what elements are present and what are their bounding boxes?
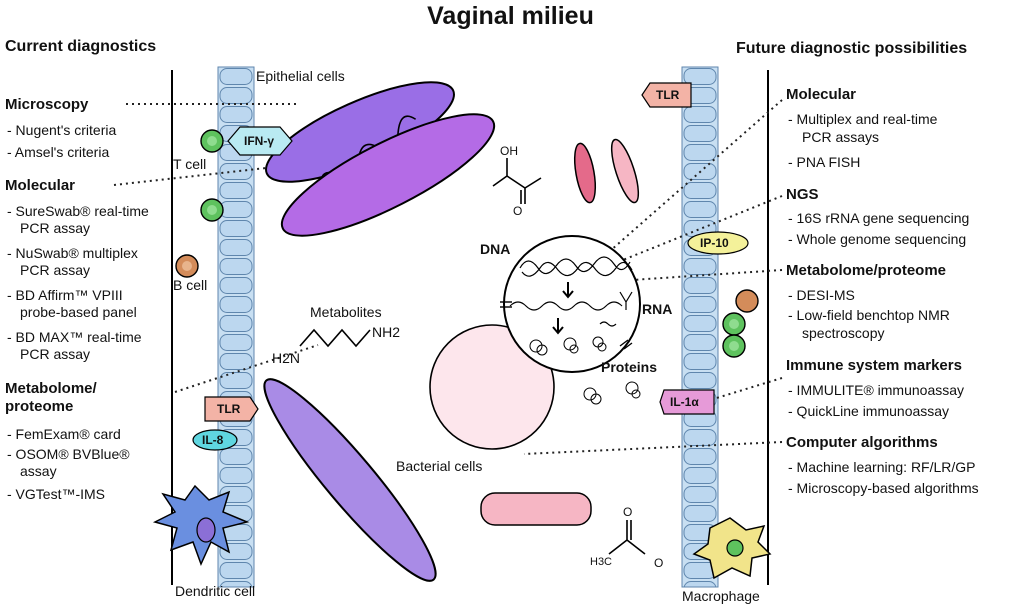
left-item: - FemExam® card [7,426,121,442]
right-item: - Microscopy-based algorithms [788,480,979,496]
left-section-title-microscopy: Microscopy [5,96,89,113]
macrophage-orange-cell [735,289,759,313]
h3c-label: H3C [590,556,613,568]
connector-algorithms [523,441,783,455]
right-item: - DESI-MS [788,287,855,303]
rna-wave [509,301,623,311]
b-cell-label: B cell [173,277,208,293]
right-item: - QuickLine immunoassay [788,403,950,419]
dna-label: DNA [480,241,511,257]
connector-molecular-right [601,99,783,259]
il8-badge-shape [192,429,238,451]
right-section-title-ngs: NGS [786,186,819,203]
right-item: - 16S rRNA gene sequencing [788,210,970,226]
macrophage-label: Macrophage [682,588,760,604]
t-cell-label: T cell [173,156,207,172]
oh-label: OH [500,144,518,158]
left-item: - BD MAX™ real-time [7,329,142,345]
left-item: probe-based panel [20,304,137,320]
bacterial-cells-label: Bacterial cells [396,458,483,474]
bacterium-pink-rod-1 [610,138,640,204]
connector-metabolome-right [631,269,783,281]
metabolites-label: Metabolites [310,304,382,320]
right-section-title-immune: Immune system markers [786,357,962,374]
connector-metabolome-left [174,344,319,393]
il1a-badge-shape [659,389,715,415]
tlr-left-badge-shape [204,396,259,422]
bacterium-pink-rod-2 [480,492,592,526]
connector-immune [709,377,783,401]
right-item: PCR assays [802,129,880,145]
il8-badge: IL-8 [202,433,224,447]
right-section-title-molecular: Molecular [786,86,857,103]
bacterium-rose-rod [573,142,597,204]
right-item: - Whole genome sequencing [788,231,967,247]
left-section-title-proteome: proteome [5,398,74,415]
bacterial-cell-circle [429,324,555,450]
ifn-badge-shape [227,126,293,156]
h2n-label: H2N [272,350,301,366]
left-item: - Nugent's criteria [7,122,117,138]
left-item: - Amsel's criteria [7,144,110,160]
left-item: - VGTest™-IMS [7,486,106,502]
acetate-o-minus-label: O [654,556,664,570]
right-section-title-metabolome: Metabolome/proteome [786,262,947,279]
right-section-title-algorithms: Computer algorithms [786,434,938,451]
epithelial-cells-label: Epithelial cells [256,68,345,84]
nh2-label: NH2 [372,324,401,340]
proteins-label: Proteins [601,359,658,375]
ip10-badge: IP-10 [700,236,729,250]
rna-label: RNA [642,301,673,317]
acetate-molecule [608,520,646,555]
bacterium-magenta-large [280,113,496,237]
left-item: - NuSwab® multiplex [7,245,138,261]
acetate-o-label: O [623,505,633,519]
right-item: - IMMULITE® immunoassay [788,382,965,398]
future-diagnostics-heading: Future diagnostic possibilities [736,40,968,57]
dendritic-cell-label: Dendritic cell [175,583,256,599]
right-item: - Multiplex and real-time [788,111,938,127]
left-item: PCR assay [20,346,91,362]
ip10-badge-shape [687,231,749,255]
left-item: PCR assay [20,220,91,236]
epithelium-right [681,66,719,588]
left-item: assay [20,463,57,479]
lactate-molecule [492,158,542,204]
figure-title: Vaginal milieu [427,2,594,30]
lactate-o-label: O [513,204,523,218]
left-item: - OSOM® BVBlue® [7,446,130,462]
il1a-badge: IL-1α [670,395,699,409]
dna-coil [519,256,633,277]
left-section-title-metabolome: Metabolome/ [5,380,97,397]
right-item: - Low-field benchtop NMR [788,307,950,323]
putrescine-molecule [299,328,371,348]
right-item: - PNA FISH [788,154,861,170]
left-item: - SureSwab® real-time [7,203,149,219]
bacterium-lavender-large [263,378,437,582]
left-section-title-molecular: Molecular [5,177,76,194]
tlr-right-badge: TLR [656,88,680,102]
left-item: PCR assay [20,262,91,278]
tlr-left-badge: TLR [217,402,241,416]
current-diagnostics-heading: Current diagnostics [5,38,157,55]
ifn-gamma-badge: IFN-γ [244,134,274,148]
right-item: spectroscopy [802,325,885,341]
right-item: - Machine learning: RF/LR/GP [788,459,976,475]
left-item: - BD Affirm™ VPIII [7,287,123,303]
tlr-right-badge-shape [641,82,692,108]
